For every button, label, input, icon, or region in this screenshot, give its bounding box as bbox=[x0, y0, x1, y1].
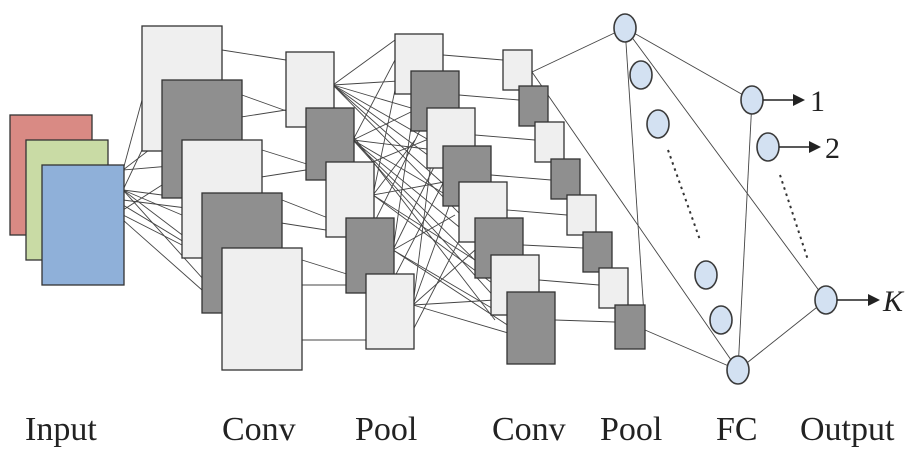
output-neuron-k bbox=[814, 285, 838, 315]
stage-labels: Input Conv Pool Conv Pool FC Output bbox=[25, 411, 895, 448]
output-layer: 1 2 K bbox=[740, 85, 905, 318]
pool2-stack bbox=[502, 49, 646, 350]
output-label-1: 1 bbox=[810, 85, 825, 118]
arrowhead-icon bbox=[793, 94, 805, 106]
pool2-map bbox=[534, 121, 565, 163]
pool1-stack bbox=[285, 51, 415, 350]
pool2-map bbox=[550, 158, 581, 200]
fc-neuron bbox=[726, 355, 750, 385]
conv2-stack bbox=[394, 33, 556, 365]
pool2-map bbox=[614, 304, 646, 350]
label-conv2: Conv bbox=[492, 411, 566, 448]
output-label-k: K bbox=[882, 285, 905, 318]
label-output: Output bbox=[800, 411, 895, 448]
fc-neuron bbox=[646, 109, 670, 139]
label-input: Input bbox=[25, 411, 97, 448]
pool2-map bbox=[502, 49, 533, 91]
output-neuron-1 bbox=[740, 85, 764, 115]
pool2-map bbox=[566, 194, 597, 236]
fc-layer bbox=[613, 13, 750, 385]
fc-ellipsis bbox=[667, 149, 701, 241]
pool2-map bbox=[518, 85, 549, 127]
input-stack bbox=[9, 114, 125, 286]
conv1-stack bbox=[141, 25, 303, 371]
fc-neuron bbox=[694, 260, 718, 290]
pool2-map bbox=[598, 267, 629, 309]
input-map-blue bbox=[41, 164, 125, 286]
pool2-map bbox=[582, 231, 613, 273]
pool1-map bbox=[365, 273, 415, 350]
arrowhead-icon bbox=[868, 294, 880, 306]
conv1-map bbox=[221, 247, 303, 371]
fc-neuron bbox=[613, 13, 637, 43]
label-pool1: Pool bbox=[355, 411, 417, 448]
label-fc: FC bbox=[716, 411, 758, 448]
output-label-2: 2 bbox=[825, 132, 840, 165]
conv2-map bbox=[506, 291, 556, 365]
fc-neuron bbox=[709, 305, 733, 335]
label-pool2: Pool bbox=[600, 411, 662, 448]
label-conv1: Conv bbox=[222, 411, 296, 448]
arrowhead-icon bbox=[809, 141, 821, 153]
output-ellipsis bbox=[779, 174, 809, 261]
fc-neuron bbox=[629, 60, 653, 90]
output-neuron-2 bbox=[756, 132, 780, 162]
